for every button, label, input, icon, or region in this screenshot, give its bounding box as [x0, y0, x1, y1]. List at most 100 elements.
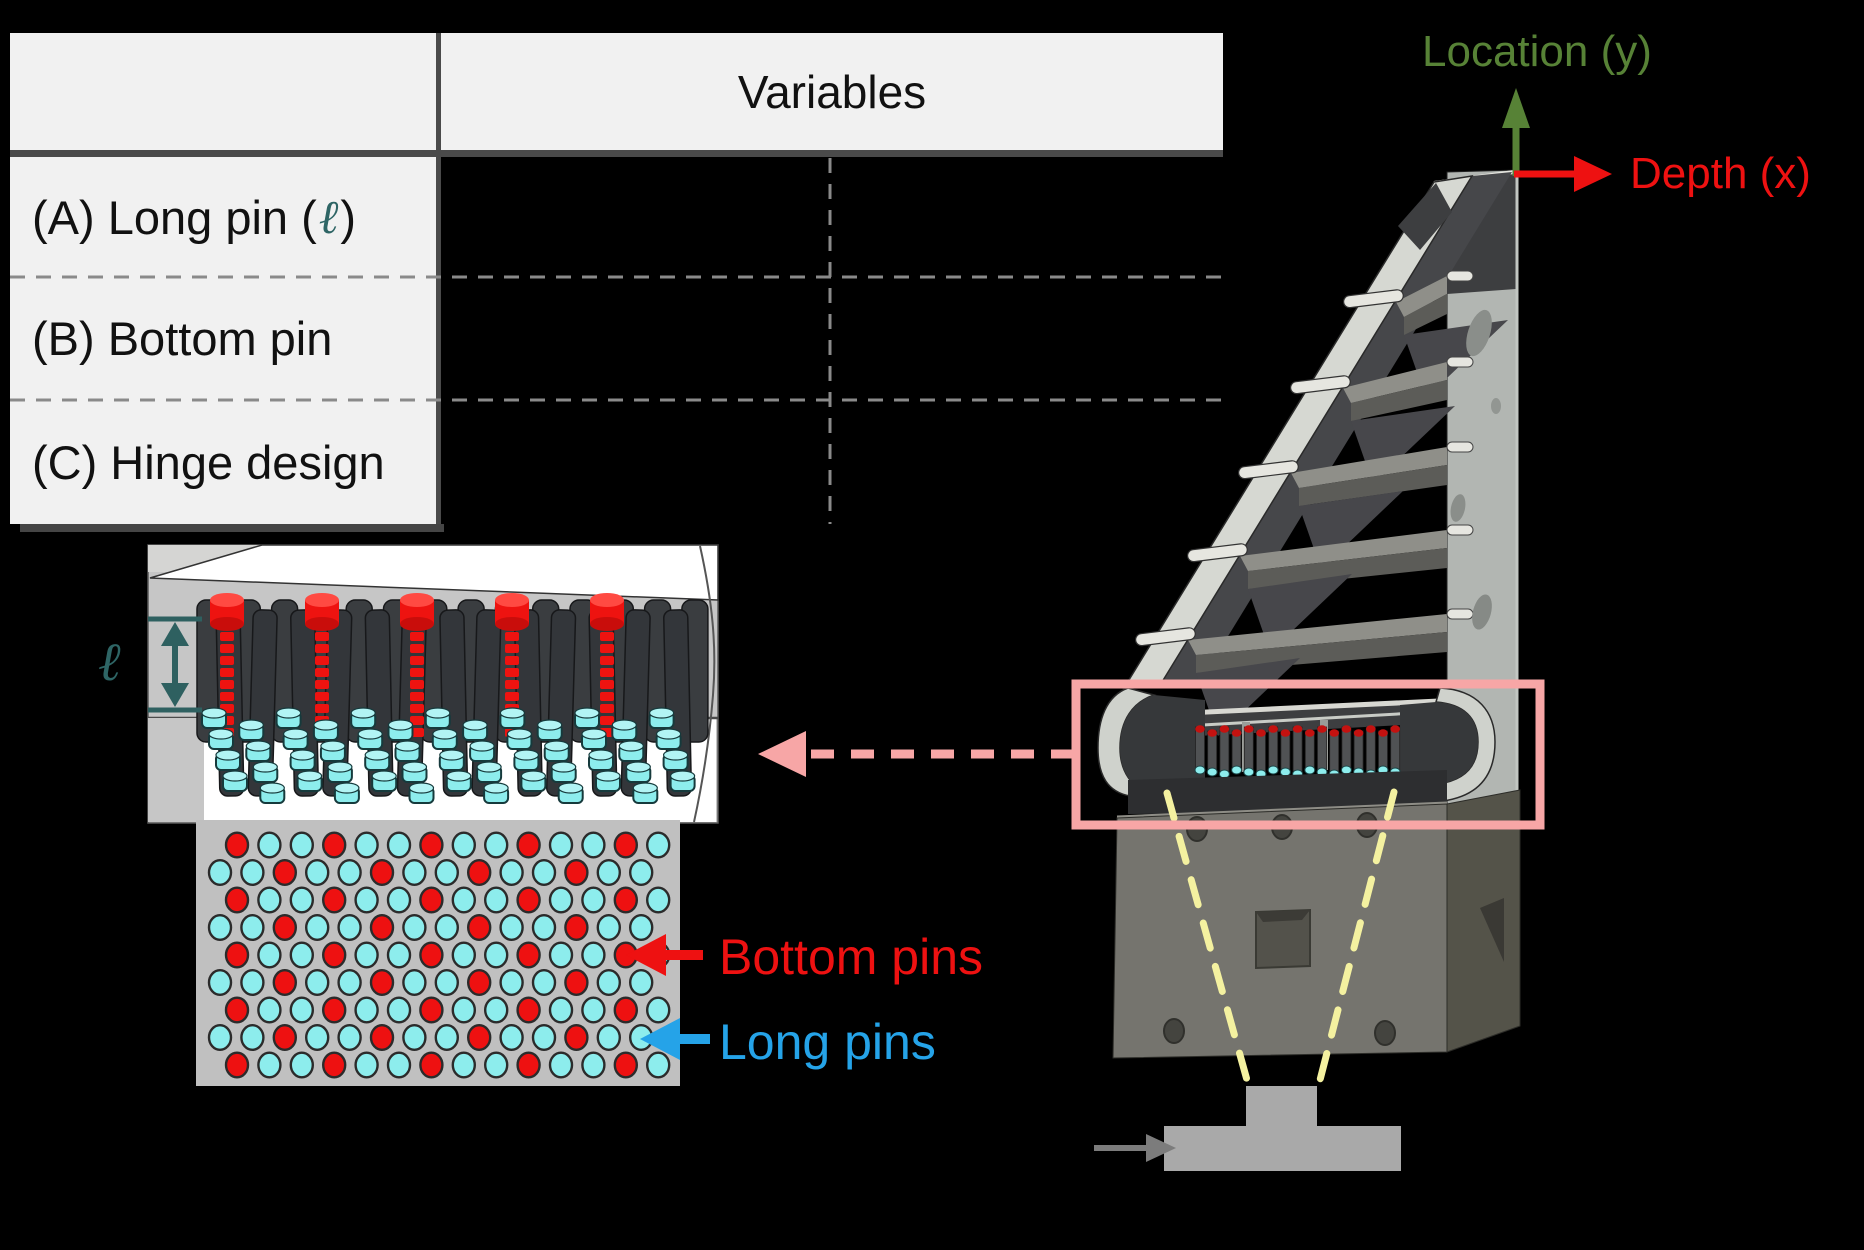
inset-cyan-tip-top — [371, 770, 397, 782]
inset-front-pin — [247, 609, 278, 797]
inset-cyan-tip-top — [401, 761, 428, 773]
pin-map-background — [196, 820, 680, 1086]
pin-map-long-pin-dot — [596, 914, 621, 942]
pin-map-long-pin-dot — [402, 859, 427, 887]
table-left-column: (A) Long pin (ℓ) (B) Bottom pin (C) Hing… — [10, 157, 436, 524]
inset-left-margin — [148, 718, 204, 822]
pin-map-long-pin-dot — [289, 1051, 314, 1079]
pin-map-long-pin-dot — [451, 831, 476, 859]
inset-front-pin — [364, 609, 394, 797]
inset-red-pin-segment — [410, 656, 424, 665]
device-chamber-pin-cyan-tip — [1365, 769, 1377, 779]
device-chamber-pin-red-top — [1378, 729, 1388, 737]
pin-map-long-pin-dot — [484, 831, 509, 859]
pin-map-long-pin-dot — [581, 941, 606, 969]
inset-red-pin-segment — [315, 668, 329, 677]
device-chamber-pin-red-top — [1280, 729, 1291, 737]
inset-red-pin-segment — [315, 704, 329, 713]
inset-cyan-tip — [499, 711, 526, 729]
inset-front-pin — [322, 609, 353, 797]
guide-dash-left — [1163, 789, 1251, 1084]
pin-map-bottom-pin-dot — [369, 969, 395, 997]
pin-map-long-pin-dot — [240, 914, 265, 942]
device-chamber-rail-lower-edge — [1184, 710, 1434, 728]
pin-region-highlight-box — [1071, 679, 1545, 830]
bottom-pins-label: Bottom pins — [719, 929, 984, 985]
pin-map-bottom-pin-dot — [613, 831, 638, 859]
pin-map-long-pin-dot — [548, 941, 574, 969]
pin-map-bottom-pin-dot — [613, 886, 638, 914]
pin-map-bottom-pin-dot — [613, 941, 638, 969]
pin-length-symbol: ℓ — [98, 630, 121, 693]
inset-cyan-tip-top — [611, 719, 637, 731]
x-axis-arrowhead-icon — [1574, 156, 1612, 192]
inset-cyan-tip — [462, 723, 489, 741]
bottom-pins-arrowhead-icon — [626, 934, 666, 976]
pin-map-long-pin-dot — [451, 1051, 476, 1079]
device-chamber-slat — [1320, 720, 1328, 770]
inset-back-pin — [270, 599, 299, 743]
inset-red-pin-cap-bottom — [210, 617, 244, 631]
inset-red-pin-segment — [410, 632, 424, 641]
pin-map-bottom-pin-dot — [322, 996, 347, 1024]
pin-map-long-pin-dot — [337, 914, 362, 942]
location-y-axis-label: Location (y) — [1422, 27, 1652, 76]
pin-map-long-pin-dot — [305, 1023, 330, 1051]
inset-front-pin — [215, 609, 245, 797]
device-chamber-pin — [1243, 726, 1254, 773]
inset-red-pin-segment — [505, 692, 519, 701]
pin-map-long-pin-dot — [337, 1023, 362, 1051]
inset-red-pin-segment — [600, 716, 614, 725]
pin-map-long-pin-dot — [484, 886, 509, 914]
push-arrowhead-icon — [1146, 1134, 1176, 1162]
inset-cyan-tip — [371, 774, 398, 792]
pin-map-long-pin-dot — [548, 831, 574, 859]
pin-map-long-pin-dot — [499, 914, 524, 942]
pin-map-bottom-pin-dot — [224, 1051, 250, 1079]
device-box-side-slot — [1480, 898, 1504, 962]
inset-cyan-tip — [401, 765, 428, 783]
inset-red-pin-cap — [210, 600, 244, 624]
pin-map-long-pin-dot — [207, 914, 233, 942]
pin-map-bottom-pin-dot — [272, 859, 297, 887]
inset-red-pin-segment — [410, 668, 424, 677]
table-header-variables-cell: Variables — [441, 33, 1223, 150]
pin-map-long-pin-dot — [548, 1051, 574, 1079]
inset-cyan-tip-top — [581, 728, 607, 740]
inset-red-pin-cap-bottom — [590, 617, 624, 631]
device-step-wall-pin — [1446, 270, 1474, 282]
pin-map-long-pin-dot — [289, 831, 314, 859]
inset-cyan-tip — [364, 753, 391, 771]
inset-cyan-tip — [520, 774, 547, 792]
inset-cyan-tip — [662, 753, 689, 771]
device-stand-base — [1164, 1126, 1401, 1171]
device-chamber-rail-edge — [1121, 697, 1461, 719]
device-step-wall-pin — [1446, 608, 1474, 620]
inset-cyan-tip — [655, 732, 682, 750]
pin-map-long-pin-dot — [305, 969, 330, 997]
inset-red-pin-cap-top — [495, 593, 529, 607]
device-box-hole — [1374, 1020, 1396, 1046]
inset-cyan-tip — [506, 732, 533, 750]
device-box-hole — [1271, 814, 1293, 840]
inset-cyan-tip-top — [432, 728, 458, 740]
pin-map-long-pin-dot — [354, 996, 379, 1024]
pin-map-long-pin-dot — [354, 886, 379, 914]
device-chamber-pin-red-top — [1329, 729, 1339, 737]
device-step-wall-pin — [1446, 356, 1474, 368]
inset-cyan-tip-top — [574, 707, 600, 719]
inset-cyan-tip-top — [588, 749, 614, 761]
inset-cyan-tip — [513, 753, 540, 771]
pin-map-bottom-pin-dot — [369, 859, 395, 887]
device-right-hook — [1435, 687, 1496, 802]
annotations — [626, 88, 1612, 1162]
pin-map-panel — [196, 820, 680, 1086]
device-step-wall-pin — [1446, 524, 1474, 536]
inset-red-pin-segment — [600, 728, 614, 737]
device-chamber-pin-cyan-tip — [1316, 767, 1328, 777]
inset-cyan-tip — [208, 732, 234, 750]
inset-cyan-tip-top — [499, 707, 526, 719]
inset-cyan-tip-top — [327, 761, 353, 773]
pin-map-long-pin-dot — [484, 996, 509, 1024]
